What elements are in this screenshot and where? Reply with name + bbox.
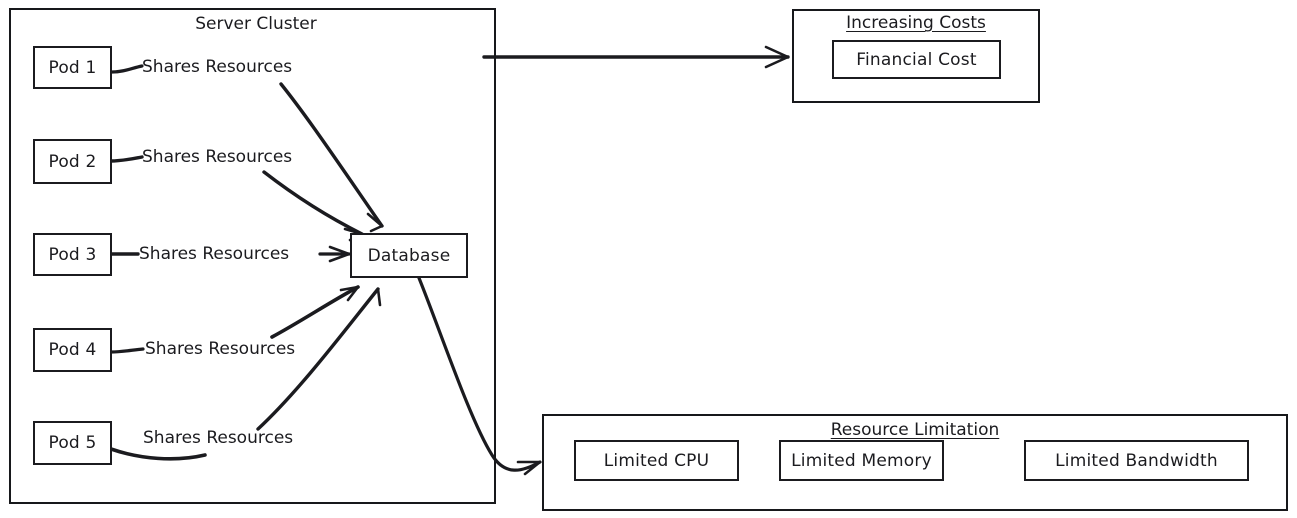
increasing-costs-container[interactable] [792, 9, 1040, 103]
node-limited-cpu[interactable]: Limited CPU [574, 440, 739, 481]
arrowhead-pod-5 [365, 287, 382, 307]
node-limited-bandwidth[interactable]: Limited Bandwidth [1024, 440, 1249, 481]
connector-pod-5-to-database [256, 287, 380, 431]
edge-label-pod-3: Shares Resources [139, 244, 290, 264]
edge-label-pod-1: Shares Resources [142, 57, 293, 77]
arrowhead-increasing-costs [764, 45, 790, 69]
node-pod-3[interactable]: Pod 3 [33, 233, 112, 276]
server-cluster-title: Server Cluster [195, 14, 317, 34]
connector-pod-1 [110, 64, 144, 74]
node-database[interactable]: Database [350, 233, 468, 278]
edge-label-pod-2: Shares Resources [142, 147, 293, 167]
edge-label-pod-4: Shares Resources [145, 339, 296, 359]
server-cluster-container[interactable] [9, 8, 496, 504]
node-pod-1[interactable]: Pod 1 [33, 46, 112, 89]
arrowhead-resource-limitation [516, 460, 542, 476]
connector-pod-1-to-database [279, 82, 384, 228]
resource-limitation-title: Resource Limitation [830, 420, 1000, 440]
increasing-costs-title: Increasing Costs [846, 13, 986, 33]
connector-pod-4 [109, 347, 145, 354]
arrowhead-pod-3 [328, 245, 351, 263]
edge-label-pod-5: Shares Resources [143, 428, 294, 448]
node-limited-memory[interactable]: Limited Memory [779, 440, 944, 481]
connector-pod-5 [109, 447, 207, 461]
node-financial-cost[interactable]: Financial Cost [832, 40, 1001, 79]
connector-database-to-resource-limitation [417, 276, 542, 472]
node-pod-5[interactable]: Pod 5 [33, 421, 112, 465]
arrowhead-pod-1 [366, 212, 384, 233]
node-pod-2[interactable]: Pod 2 [33, 139, 112, 184]
arrowhead-pod-4 [339, 285, 360, 302]
connector-pod-4-to-database [270, 285, 360, 339]
connector-pod-2 [109, 155, 144, 163]
node-pod-4[interactable]: Pod 4 [33, 328, 112, 372]
connector-pod-2-to-database [262, 170, 364, 236]
resource-limitation-container[interactable] [542, 414, 1288, 511]
